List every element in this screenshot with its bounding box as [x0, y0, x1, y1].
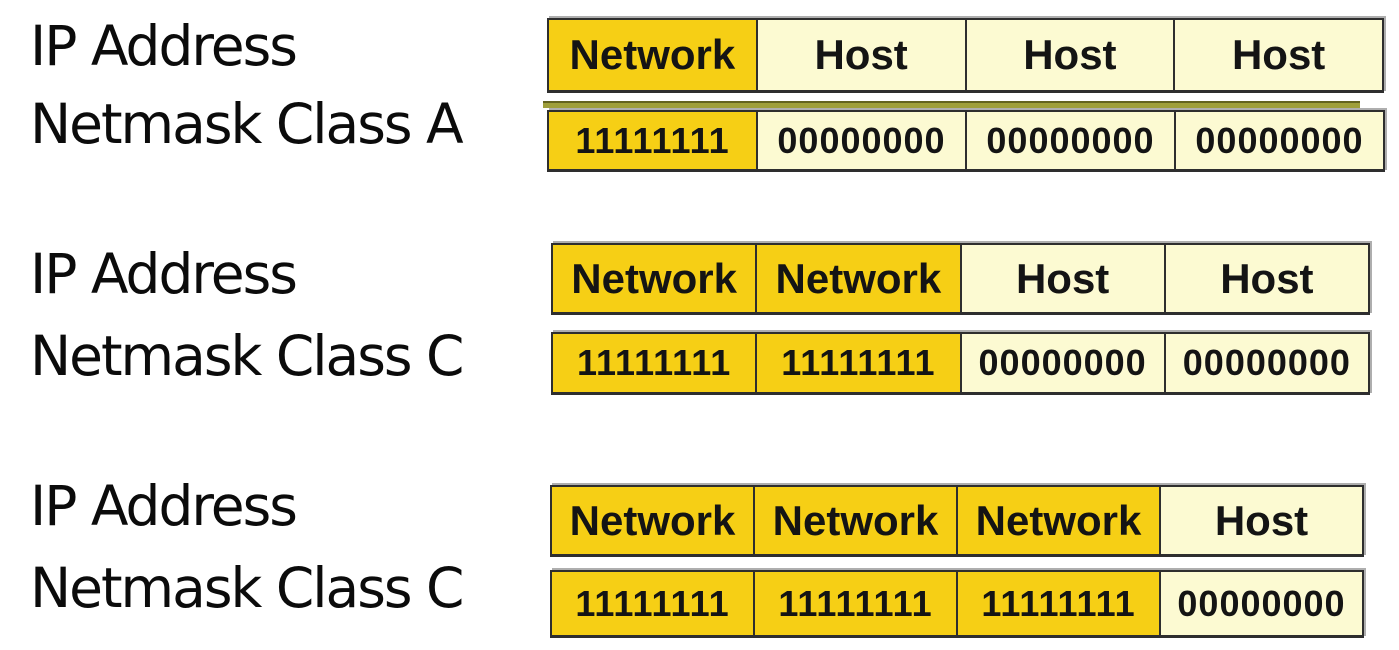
octet-role-cell: Network: [753, 487, 956, 554]
section1-netmask-bits-row: 11111111 00000000 00000000 00000000: [547, 110, 1385, 172]
netmask-bits-cell: 11111111: [755, 334, 960, 392]
section3-title-netmask-class: Netmask Class C: [30, 556, 464, 620]
netmask-bits-cell: 11111111: [553, 334, 756, 392]
octet-role-cell: Network: [956, 487, 1159, 554]
octet-role-cell: Host: [1163, 245, 1368, 312]
section3-title-ip-address: IP Address: [30, 474, 298, 538]
section2-title-ip-address: IP Address: [30, 242, 298, 306]
octet-role-cell: Host: [964, 20, 1174, 90]
netmask-bits-cell: 11111111: [549, 112, 756, 169]
octet-role-cell: Host: [959, 245, 1164, 312]
netmask-bits-cell: 00000000: [756, 112, 965, 169]
netmask-bits-cell: 11111111: [552, 572, 753, 635]
netmask-bits-cell: 00000000: [1159, 572, 1362, 635]
octet-role-cell: Network: [755, 245, 960, 312]
section3-octet-role-row: Network Network Network Host: [550, 485, 1364, 557]
octet-role-cell: Network: [549, 20, 756, 90]
olive-divider-rule: [543, 101, 1360, 108]
netmask-bits-cell: 00000000: [1163, 334, 1368, 392]
section1-octet-role-row: Network Host Host Host: [547, 18, 1384, 93]
section1-title-netmask-class: Netmask Class A: [30, 92, 464, 156]
octet-role-cell: Host: [1173, 20, 1382, 90]
octet-role-cell: Host: [1159, 487, 1362, 554]
netmask-bits-cell: 00000000: [965, 112, 1174, 169]
section2-title-netmask-class: Netmask Class C: [30, 324, 464, 388]
octet-role-cell: Host: [755, 20, 965, 90]
netmask-bits-cell: 11111111: [956, 572, 1159, 635]
octet-role-cell: Network: [553, 245, 756, 312]
netmask-bits-cell: 00000000: [959, 334, 1164, 392]
section2-netmask-bits-row: 11111111 11111111 00000000 00000000: [551, 332, 1370, 395]
section1-title-ip-address: IP Address: [30, 14, 298, 78]
netmask-bits-cell: 00000000: [1174, 112, 1383, 169]
netmask-bits-cell: 11111111: [753, 572, 956, 635]
octet-role-cell: Network: [552, 487, 753, 554]
section3-netmask-bits-row: 11111111 11111111 11111111 00000000: [550, 570, 1364, 638]
section2-octet-role-row: Network Network Host Host: [551, 243, 1370, 315]
